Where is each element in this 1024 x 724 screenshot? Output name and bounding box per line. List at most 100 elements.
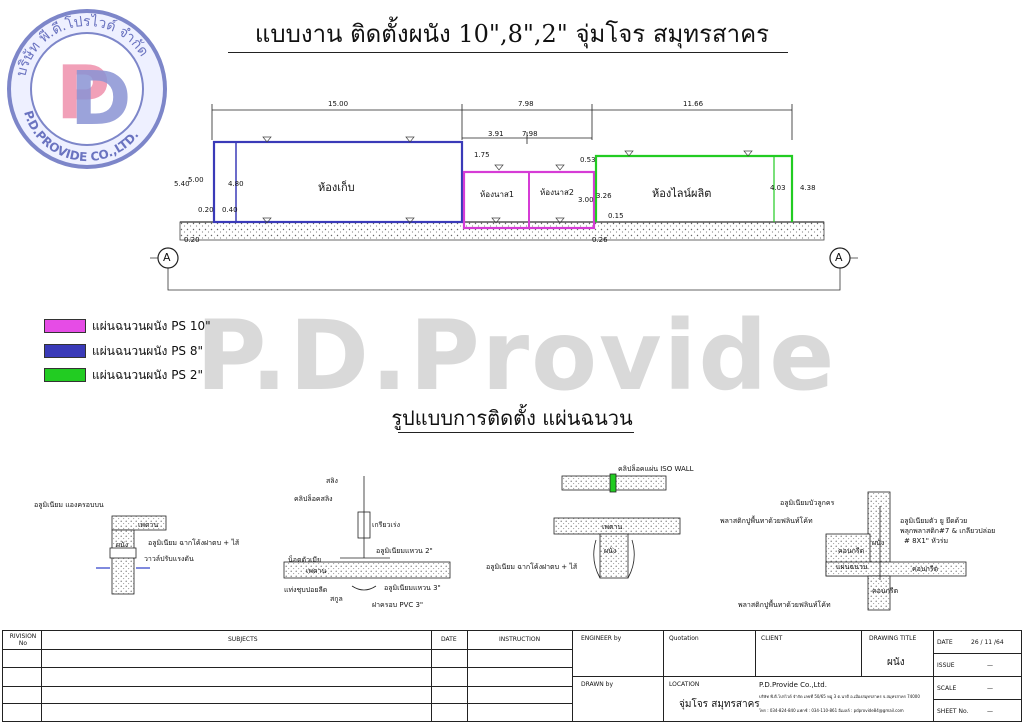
dim-7-98-sub: 7.98 — [522, 130, 538, 138]
top-dimension-line — [211, 104, 793, 144]
sheet-value: — — [987, 708, 993, 715]
sheet-label: SHEET No. — [937, 708, 969, 715]
section-marker-a-right — [829, 247, 851, 269]
detail-2-graphic — [283, 476, 451, 591]
wall-section-drawing — [150, 104, 858, 291]
revision-table: RIVISION No SUBJECTS DATE INSTRUCTION — [3, 631, 573, 721]
issue-value: — — [987, 662, 993, 669]
engineer-label: ENGINEER by — [581, 635, 622, 642]
section-marker-a-left-label: A — [163, 251, 171, 264]
legend-ps8-swatch — [44, 344, 86, 358]
dim-11-66: 11.66 — [683, 100, 704, 108]
d4-label-screw-size: # 8X1" หัวร่ม — [904, 537, 949, 545]
dim-0-20-a: 0.20 — [198, 206, 214, 214]
d4-label-cove: อลูมิเนียมบัวลูกคร — [780, 499, 835, 507]
drawing-title-label: DRAWING TITLE — [869, 635, 917, 642]
drawing-title-value: ผนัง — [887, 657, 905, 668]
dim-3-00: 3.00 — [578, 196, 594, 204]
d4-label-concrete-c: คอนกรีต — [872, 587, 899, 595]
ps8-storage-wall — [212, 140, 464, 224]
page-title: แบบงาน ติดตั้งผนัง 10",8",2" จุ่มโจร สมุ… — [254, 20, 770, 48]
dim-4-03: 4.03 — [770, 184, 786, 192]
quotation-label: Quotation — [669, 635, 699, 642]
room-storage: ห้องเก็บ — [318, 181, 355, 194]
legend-ps8: แผ่นฉนวนผนัง PS 8" — [44, 343, 203, 359]
svg-text:D: D — [70, 56, 131, 142]
dim-3-91: 3.91 — [488, 130, 504, 138]
dim-3-26: 3.26 — [596, 192, 612, 200]
d1-label-top-angle: อลูมิเนียม แองครอบบน — [34, 501, 104, 509]
dim-0-26: 0.26 — [592, 236, 608, 244]
install-details-title: รูปแบบการติดตั้ง แผ่นฉนวน — [391, 406, 633, 430]
d4-label-concrete-a: คอนกรีต — [838, 547, 865, 555]
location-value: จุ่มโจร สมุทรสาคร — [679, 699, 760, 710]
legend-ps8-label: แผ่นฉนวนผนัง PS 8" — [92, 343, 204, 358]
section-marker-line — [150, 257, 858, 291]
install-details-graphics — [96, 473, 967, 611]
dim-4-80: 4.80 — [228, 180, 244, 188]
legend-ps2: แผ่นฉนวนผนัง PS 2" — [44, 367, 203, 383]
d4-label-insulation: แผ่นฉนวน — [836, 563, 868, 571]
client-label: CLIENT — [761, 635, 783, 642]
legend-ps10-swatch — [44, 319, 86, 333]
dim-5-40: 5.40 — [174, 180, 190, 188]
d2-label-screw: สกูล — [330, 595, 343, 603]
subtitle-underline — [398, 432, 634, 433]
company-contact: โทร : 034-824-840 แฟกซ์ : 034-110-861 อี… — [759, 708, 904, 713]
d4-label-plastic-plug: พลุกพลาสติก#7 & เกลียวปล่อย — [900, 527, 996, 535]
room-bath-2: ห้องนาส2 — [540, 188, 574, 197]
room-bath-1: ห้องนาส1 — [480, 190, 514, 199]
legend-ps2-label: แผ่นฉนวนผนัง PS 2" — [92, 367, 204, 382]
dim-1-75: 1.75 — [474, 151, 490, 159]
d3-label-ceiling: เพดาน — [602, 523, 623, 531]
dim-0-53: 0.53 — [580, 156, 596, 164]
d4-label-floor-plastic-bottom: พลาสติกปูพื้นทาด้วยฟลินท์โค้ท — [738, 601, 831, 609]
subjects-header: SUBJECTS — [228, 636, 258, 643]
dim-0-40: 0.40 — [222, 206, 238, 214]
date-value: 26 / 11 /64 — [971, 639, 1004, 646]
date-label: DATE — [937, 639, 953, 646]
legend-ps2-swatch — [44, 368, 86, 382]
d4-label-wall: ผนัง — [872, 539, 885, 547]
d4-label-u-channel: อลูมิเนียมตัว ยู ยึดด้วย — [900, 517, 968, 525]
detail-1-graphic — [96, 515, 167, 595]
watermark-text: P.D.Provide — [196, 300, 837, 412]
room-production-line: ห้องไลน์ผลิต — [652, 187, 712, 200]
logo-seal-graphic: P D บริษัท พี.ดี.โปรไวด์ จำกัด P.D.PROVI… — [7, 9, 167, 169]
d3-label-curved-angle: อลูมิเนียม ฉากโค้งฝาตบ + ไส้ — [486, 563, 578, 571]
d3-label-iso-clip: คลิปล็อคแผ่น ISO WALL — [618, 465, 694, 473]
dim-4-38: 4.38 — [800, 184, 816, 192]
d4-label-concrete-b: คอนกรีต — [912, 565, 939, 573]
d2-label-turnbuckle: เกรียวเร่ง — [372, 521, 400, 529]
d2-label-rod: แท่งชุบปอยลีด — [284, 586, 328, 594]
detail-3-graphic — [553, 473, 681, 579]
d2-label-sling: สลิง — [326, 477, 338, 485]
instruction-header: INSTRUCTION — [499, 636, 541, 643]
legend-ps10: แผ่นฉนวนผนัง PS 10" — [44, 318, 211, 334]
section-marker-a-left — [157, 247, 179, 269]
scale-value: — — [987, 685, 993, 692]
company-address: บริษัท พี.ดี.โปรไวด์ จำกัด เลขที่ 50/65 … — [759, 694, 920, 699]
date-header: DATE — [441, 636, 457, 643]
d2-label-nut: น็อตตัวเมีย — [288, 556, 322, 564]
legend-ps10-label: แผ่นฉนวนผนัง PS 10" — [92, 318, 211, 333]
location-label: LOCATION — [669, 681, 700, 688]
d3-label-wall: ผนัง — [604, 547, 617, 555]
d1-label-ceiling: เพดาน — [138, 521, 159, 529]
d2-label-washer-3: อลูมิเนียมแหวน 3" — [384, 584, 441, 592]
scale-label: SCALE — [937, 685, 957, 692]
company-logo-stamp: P D บริษัท พี.ดี.โปรไวด์ จำกัด P.D.PROVI… — [4, 6, 170, 172]
d2-label-washer-2: อลูมิเนียมแหวน 2" — [376, 547, 433, 555]
section-marker-a-right-label: A — [835, 251, 843, 264]
drawn-by-label: DRAWN by — [581, 681, 614, 688]
d2-label-sling-clip: คลิปล็อคสลิง — [294, 495, 333, 503]
revision-header: RIVISION No — [9, 633, 37, 647]
d1-label-wall: ผนัง — [116, 541, 129, 549]
ps2-production-wall — [594, 154, 794, 222]
ground-slab — [179, 221, 825, 241]
dim-0-20-b: 0.20 — [184, 236, 200, 244]
d4-label-floor-plastic-top: พลาสติกปูพื้นทาด้วยฟลินท์โค้ท — [720, 517, 813, 525]
dim-5-00: 5.00 — [188, 176, 204, 184]
dim-0-15: 0.15 — [608, 212, 624, 220]
title-underline — [228, 52, 788, 53]
